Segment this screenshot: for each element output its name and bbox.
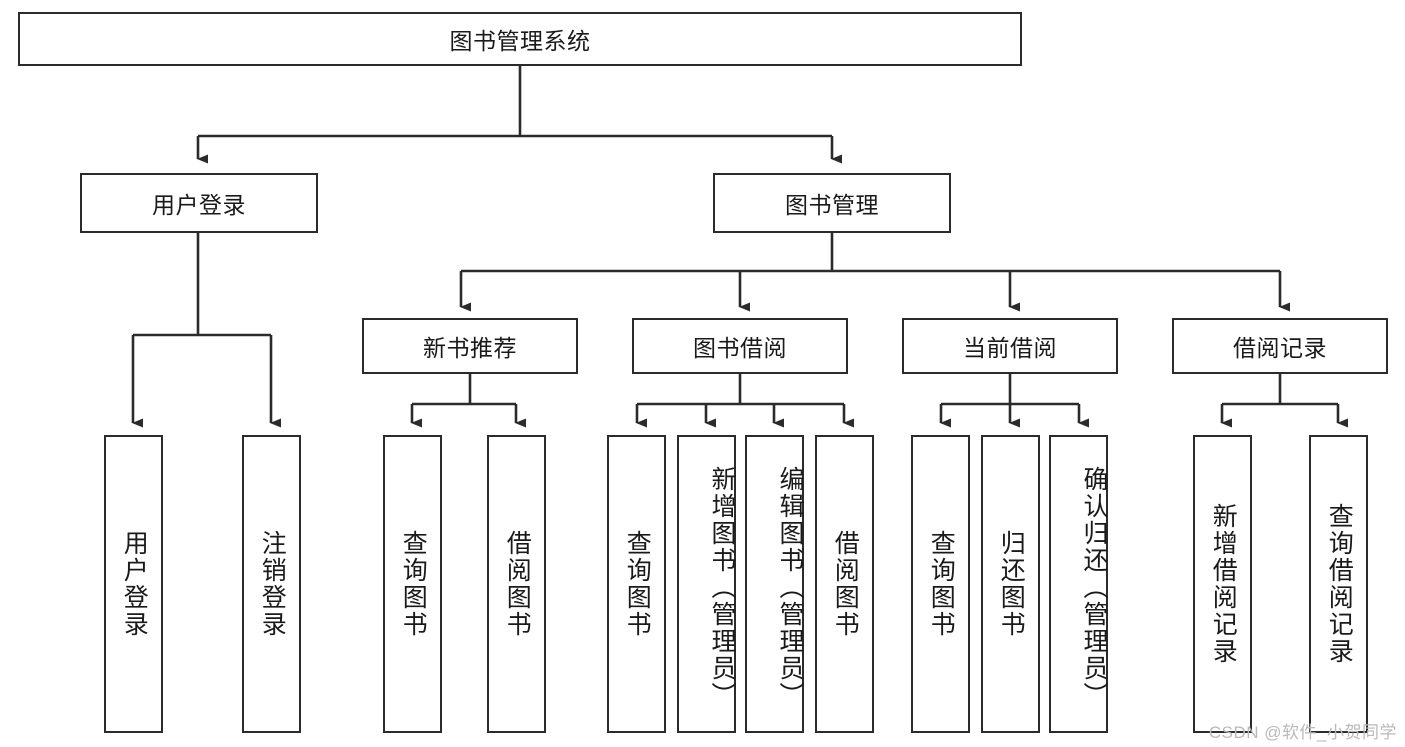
node-label: 确认归还（管理员） (1080, 465, 1108, 709)
node-label: 新书推荐 (423, 335, 517, 361)
node-book-borrow[interactable]: 图书借阅 (632, 318, 848, 374)
node-label: 借阅记录 (1233, 335, 1327, 361)
node-label: 借阅图书 (503, 530, 532, 638)
leaf-query-book-borrow[interactable]: 查询图书 (607, 435, 666, 733)
leaf-borrow-book[interactable]: 借阅图书 (815, 435, 874, 733)
leaf-return-book[interactable]: 归还图书 (981, 435, 1040, 733)
leaf-confirm-return-admin[interactable]: 确认归还（管理员） (1049, 435, 1108, 733)
node-new-book-recommendation[interactable]: 新书推荐 (362, 318, 578, 374)
node-label: 注销登录 (258, 530, 287, 638)
node-borrow-record[interactable]: 借阅记录 (1172, 318, 1388, 374)
node-label: 图书管理 (785, 192, 879, 218)
node-label: 当前借阅 (963, 335, 1057, 361)
leaf-add-borrow-record[interactable]: 新增借阅记录 (1193, 435, 1252, 733)
node-label: 查询图书 (927, 530, 956, 638)
leaf-add-book-admin[interactable]: 新增图书（管理员） (677, 435, 736, 733)
node-label: 查询图书 (623, 530, 652, 638)
node-root-system[interactable]: 图书管理系统 (18, 12, 1022, 66)
node-label: 图书借阅 (693, 335, 787, 361)
leaf-query-book-current[interactable]: 查询图书 (911, 435, 970, 733)
node-user-login[interactable]: 用户登录 (80, 173, 318, 233)
node-book-management[interactable]: 图书管理 (713, 173, 951, 233)
node-label: 图书管理系统 (449, 28, 591, 54)
leaf-edit-book-admin[interactable]: 编辑图书（管理员） (745, 435, 804, 733)
node-label: 编辑图书（管理员） (776, 465, 804, 709)
leaf-logout[interactable]: 注销登录 (242, 435, 301, 733)
node-current-borrow[interactable]: 当前借阅 (902, 318, 1118, 374)
leaf-user-login[interactable]: 用户登录 (104, 435, 163, 733)
watermark-text: CSDN @软件_小贺同学 (1208, 723, 1397, 742)
leaf-query-borrow-record[interactable]: 查询借阅记录 (1309, 435, 1368, 733)
leaf-query-book-recommendation[interactable]: 查询图书 (383, 435, 442, 733)
leaf-borrow-book-recommendation[interactable]: 借阅图书 (487, 435, 546, 733)
node-label: 新增图书（管理员） (708, 465, 736, 709)
node-label: 借阅图书 (831, 530, 860, 638)
node-label: 查询借阅记录 (1325, 503, 1354, 665)
node-label: 归还图书 (997, 530, 1026, 638)
node-label: 查询图书 (399, 530, 428, 638)
node-label: 新增借阅记录 (1209, 503, 1238, 665)
node-label: 用户登录 (152, 192, 246, 218)
node-label: 用户登录 (120, 530, 149, 638)
